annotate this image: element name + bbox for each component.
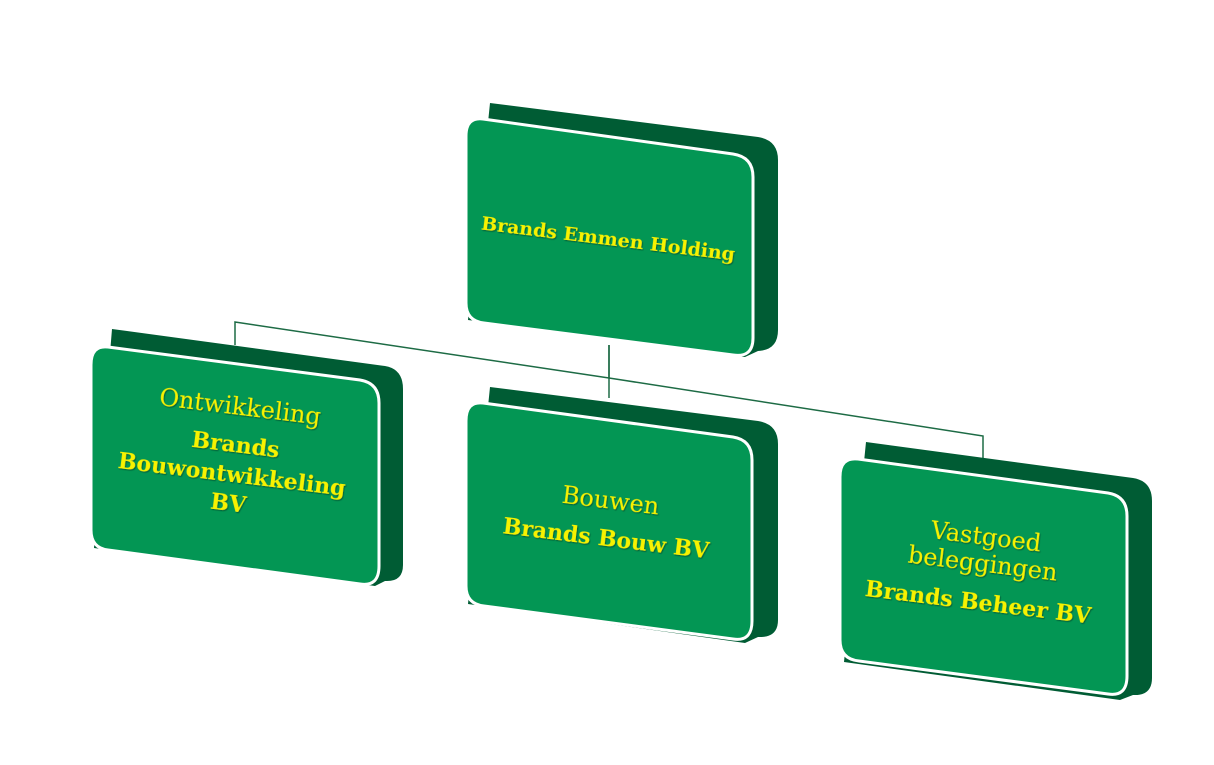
child-box-bouwen-face: [464, 401, 754, 641]
child-box-ontwikkeling: Ontwikkeling Brands Bouwontwikkeling BV: [89, 329, 403, 586]
root-box: Brands Emmen Holding: [464, 103, 778, 357]
child-box-vastgoed: Vastgoed beleggingen Brands Beheer BV: [838, 442, 1152, 700]
child-box-bouwen: Bouwen Brands Bouw BV: [464, 387, 778, 643]
connectors: [234, 321, 984, 458]
child-box-ontwikkeling-face: [89, 345, 381, 586]
company-label-ontwikkeling-line-3: BV: [209, 489, 248, 519]
root-box-face: [464, 117, 755, 357]
connector-root-to-right: [608, 377, 984, 458]
child-box-vastgoed-face: [838, 457, 1129, 696]
